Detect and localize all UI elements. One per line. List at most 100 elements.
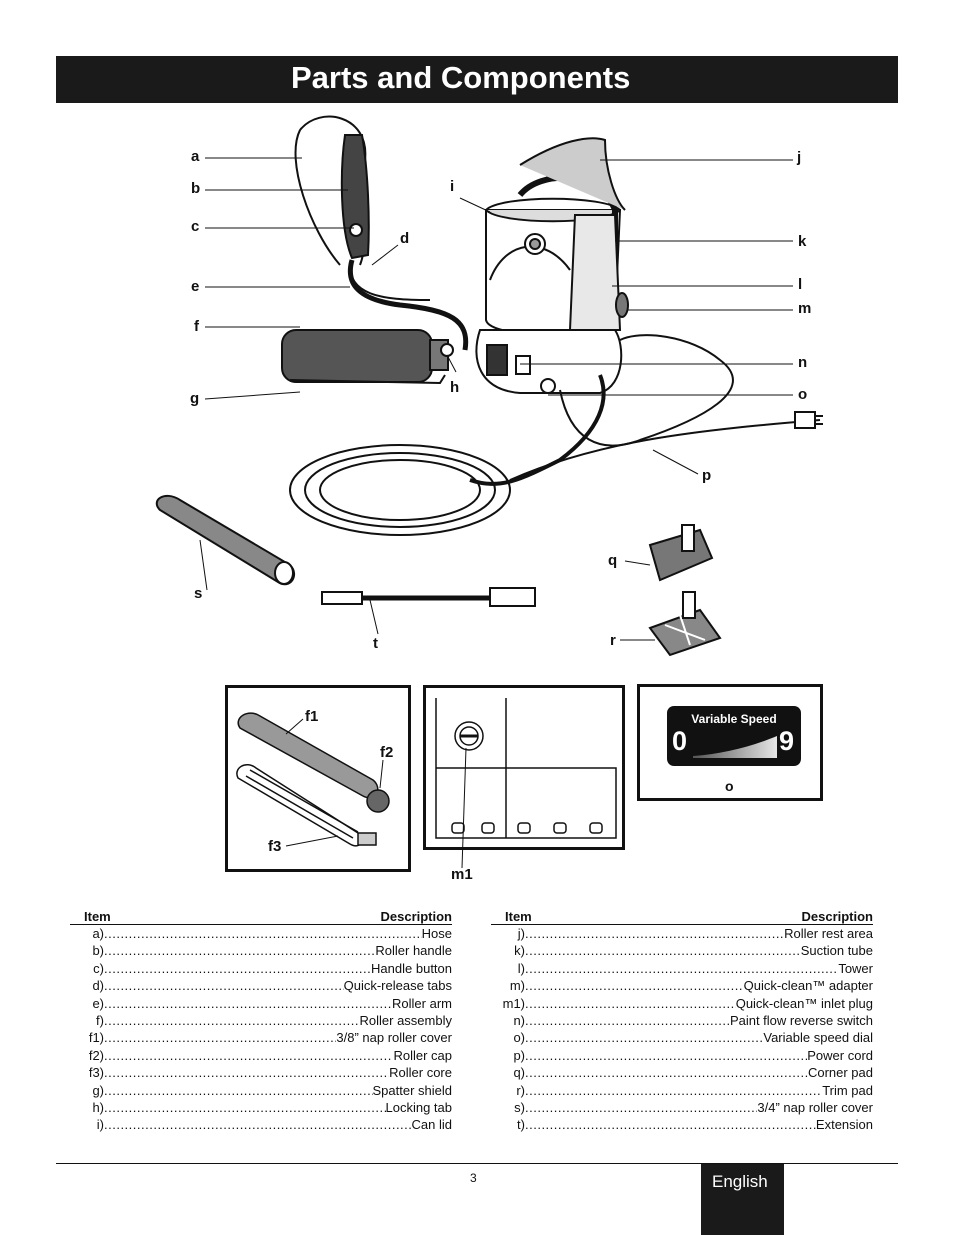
- parts-table-row: n)Paint flow reverse switch: [491, 1012, 873, 1029]
- dot-leader: [104, 1047, 393, 1064]
- parts-table-left-header: Item Description: [70, 909, 452, 925]
- parts-table-row: f2) Roller cap: [70, 1047, 452, 1064]
- dot-leader: [525, 995, 736, 1012]
- speed-min-value: 0: [672, 726, 688, 756]
- part-key: k): [514, 943, 525, 959]
- part-description: Roller core: [389, 1065, 452, 1081]
- dot-leader: [525, 960, 838, 977]
- parts-table-row: s)3/4” nap roller cover: [491, 1099, 873, 1116]
- dot-leader: [525, 1099, 757, 1116]
- part-description: Handle button: [371, 960, 452, 976]
- part-description: Roller arm: [392, 995, 452, 1011]
- part-description: Tower: [838, 960, 873, 976]
- part-key: p): [513, 1047, 525, 1063]
- footer-divider: [56, 1163, 898, 1164]
- parts-table-row: o)Variable speed dial: [491, 1029, 873, 1046]
- parts-table-row: m1) Quick-clean™ inlet plug: [491, 995, 873, 1012]
- dot-leader: [104, 1082, 373, 1099]
- callout-q: q: [608, 552, 618, 569]
- part-key: c): [93, 960, 104, 976]
- part-key: i): [96, 1117, 104, 1133]
- parts-table-row: t)Extension: [491, 1116, 873, 1133]
- callout-d: d: [400, 230, 410, 247]
- parts-table-row: f)Roller assembly: [70, 1012, 452, 1029]
- part-key: f): [96, 1012, 104, 1028]
- dot-leader: [104, 995, 392, 1012]
- callout-p: p: [702, 467, 712, 484]
- callout-f2: f2: [380, 744, 394, 761]
- product-illustration: [155, 115, 823, 657]
- dot-leader: [104, 1012, 360, 1029]
- part-key: j): [517, 926, 525, 941]
- part-key: g): [92, 1082, 104, 1098]
- part-key: m1): [502, 995, 525, 1011]
- part-key: d): [92, 978, 104, 994]
- dot-leader: [525, 1029, 763, 1046]
- callout-e: e: [191, 278, 200, 295]
- part-description: Roller rest area: [784, 926, 873, 941]
- speed-ramp-graphic: [693, 736, 777, 758]
- callout-b: b: [191, 180, 201, 197]
- parts-table-row: f3) Roller core: [70, 1064, 452, 1081]
- dot-leader: [104, 942, 375, 959]
- page-title: Parts and Components: [291, 60, 631, 95]
- parts-table-row: k) Suction tube: [491, 942, 873, 959]
- callout-m1: m1: [451, 866, 473, 883]
- parts-table-row: c) Handle button: [70, 960, 452, 977]
- callout-n: n: [798, 354, 808, 371]
- part-key: b): [92, 943, 104, 959]
- callout-j: j: [797, 149, 802, 166]
- parts-table-row: m)Quick-clean™ adapter: [491, 977, 873, 994]
- speed-badge-title: Variable Speed: [691, 712, 777, 726]
- column-header-description: Description: [801, 909, 873, 924]
- part-description: Can lid: [411, 1117, 452, 1133]
- callout-r: r: [610, 632, 616, 649]
- parts-table-row: g)Spatter shield: [70, 1082, 452, 1099]
- part-description: 3/8” nap roller cover: [336, 1030, 452, 1046]
- part-description: Roller cap: [393, 1047, 452, 1063]
- dot-leader: [104, 1064, 389, 1081]
- part-key: f2): [88, 1047, 104, 1063]
- inlet-plug-inset: [423, 685, 625, 850]
- callout-a: a: [191, 148, 200, 165]
- dot-leader: [525, 942, 801, 959]
- parts-table-row: e)Roller arm: [70, 995, 452, 1012]
- part-description: Suction tube: [800, 943, 873, 959]
- part-description: Quick-release tabs: [343, 978, 452, 994]
- part-description: Corner pad: [807, 1065, 873, 1081]
- part-key: r): [516, 1082, 525, 1098]
- dot-leader: [104, 1099, 386, 1116]
- parts-table-row: l)Tower: [491, 960, 873, 977]
- callout-t: t: [373, 635, 378, 652]
- dot-leader: [525, 1012, 730, 1029]
- part-key: s): [514, 1099, 525, 1115]
- parts-table-row: q) Corner pad: [491, 1064, 873, 1081]
- part-description: Hose: [421, 926, 452, 941]
- dot-leader: [525, 1116, 816, 1133]
- part-description: Trim pad: [822, 1082, 873, 1098]
- part-key: f1): [88, 1030, 104, 1046]
- part-key: q): [513, 1065, 525, 1081]
- inlet-plug-drawing: [435, 698, 617, 839]
- part-key: m): [509, 978, 525, 994]
- callout-f3: f3: [268, 838, 282, 855]
- speed-max-value: 9: [779, 726, 795, 756]
- part-description: Extension: [815, 1117, 873, 1133]
- callout-f: f: [194, 318, 199, 335]
- parts-table-right: Item Description j) Roller rest area k) Suc…: [491, 909, 873, 1134]
- dot-leader: [525, 925, 784, 942]
- callout-s: s: [194, 585, 203, 602]
- part-key: f3): [88, 1065, 104, 1081]
- parts-table-row: d) Quick-release tabs: [70, 977, 452, 994]
- language-label: English: [712, 1172, 768, 1191]
- dot-leader: [104, 1029, 336, 1046]
- part-key: o): [513, 1030, 525, 1046]
- parts-table-row: a)Hose: [70, 925, 452, 942]
- part-description: Paint flow reverse switch: [729, 1012, 873, 1028]
- column-header-item: Item: [505, 909, 532, 924]
- dot-leader: [104, 925, 422, 942]
- part-description: Quick-clean™ inlet plug: [735, 995, 873, 1011]
- parts-table-row: i) Can lid: [70, 1116, 452, 1133]
